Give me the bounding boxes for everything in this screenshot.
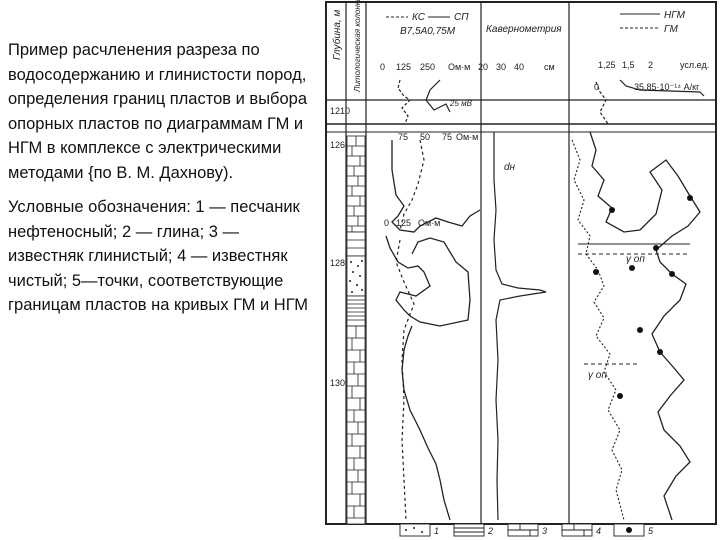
ngm-legend-label: НГМ (664, 10, 686, 21)
caliper-header: Кавернометрия (486, 24, 562, 35)
kc-inner2-125: 125 (396, 218, 411, 228)
sp-legend-label: СП (454, 12, 469, 23)
kc-scale-0: 0 (380, 62, 385, 72)
sp-scale-label: 25 мВ (449, 99, 473, 108)
lithology-column (346, 135, 366, 525)
kc-scale-250: 250 (420, 62, 435, 72)
depth-1300: 1300 (330, 378, 350, 388)
ngm-scale: 1,25 1,5 2 усл.ед. 0 35,85·10⁻¹⁴ А/кг (594, 60, 709, 92)
depth-1210: 1210 (330, 106, 350, 116)
ngm-scale-1-5: 1,5 (622, 60, 635, 70)
well-log-diagram: Глубина, м Литологическая колонка КС СП … (325, 0, 717, 537)
kc-scale-unit: Ом·м (448, 62, 470, 72)
figure-caption: Пример расчленения разреза по водосодерж… (8, 38, 308, 328)
caliper-scale: 20 30 40 см (478, 62, 555, 72)
gm-curve (571, 139, 625, 521)
ngm-curve (589, 131, 701, 521)
kc-inner-scale: 75 50 75 Ом·м 0 125 Ом·м (384, 132, 478, 228)
legend-4: 4 (596, 526, 601, 536)
ngm-scale-1-25: 1,25 (598, 60, 616, 70)
lithology-header: Литологическая колонка (353, 0, 362, 93)
legend-strip (399, 523, 645, 537)
caliper-scale-20: 20 (478, 62, 488, 72)
frame (325, 1, 717, 525)
ngm-scale-2: 2 (648, 60, 653, 70)
gm-scale-0: 0 (594, 82, 599, 92)
caliper-curve (493, 132, 547, 521)
depth-labels: 1210 1260 1280 1300 (330, 106, 350, 388)
boundary-points (593, 195, 693, 399)
gm-scale-unit: 35,85·10⁻¹⁴ А/кг (634, 82, 700, 92)
kc-inner2-0: 0 (384, 218, 389, 228)
kc-scale-125: 125 (396, 62, 411, 72)
gamma-op-upper: γ оп (626, 254, 645, 265)
kc-inner-50: 50 (420, 132, 430, 142)
kc-curve (385, 140, 481, 521)
kc-scale: 0 125 250 Ом·м (380, 62, 470, 72)
caption-description: Пример расчленения разреза по водосодерж… (8, 41, 308, 182)
caliper-scale-40: 40 (514, 62, 524, 72)
caption-legend-explanation: Условные обозначения: 1 — песчаник нефте… (8, 198, 308, 314)
depth-1280: 1280 (330, 258, 350, 268)
kc-inner-75: 75 (398, 132, 408, 142)
depth-header: Глубина, м (331, 9, 343, 60)
kc-legend-label: КС (412, 12, 426, 23)
sp-curve (395, 139, 425, 521)
legend-2: 2 (487, 526, 493, 536)
dn-annotation: dн (504, 162, 516, 173)
kc-inner-unit: Ом·м (456, 132, 478, 142)
legend-numbers: 1 2 3 4 5 (434, 526, 654, 536)
caliper-scale-unit: см (544, 62, 555, 72)
legend-3: 3 (542, 526, 547, 536)
ngm-scale-unit: усл.ед. (680, 60, 709, 70)
legend-1: 1 (434, 526, 439, 536)
upper-curves (397, 79, 705, 125)
kc-inner2-unit: Ом·м (418, 218, 440, 228)
gm-legend-label: ГМ (664, 24, 678, 35)
depth-1260: 1260 (330, 140, 350, 150)
gamma-op-lower: γ оп (588, 370, 607, 381)
electrode-label: В7,5А0,75М (400, 26, 456, 37)
kc-inner-75b: 75 (442, 132, 452, 142)
gamma-op-markers (578, 243, 690, 365)
caliper-scale-30: 30 (496, 62, 506, 72)
legend-5: 5 (648, 526, 654, 536)
